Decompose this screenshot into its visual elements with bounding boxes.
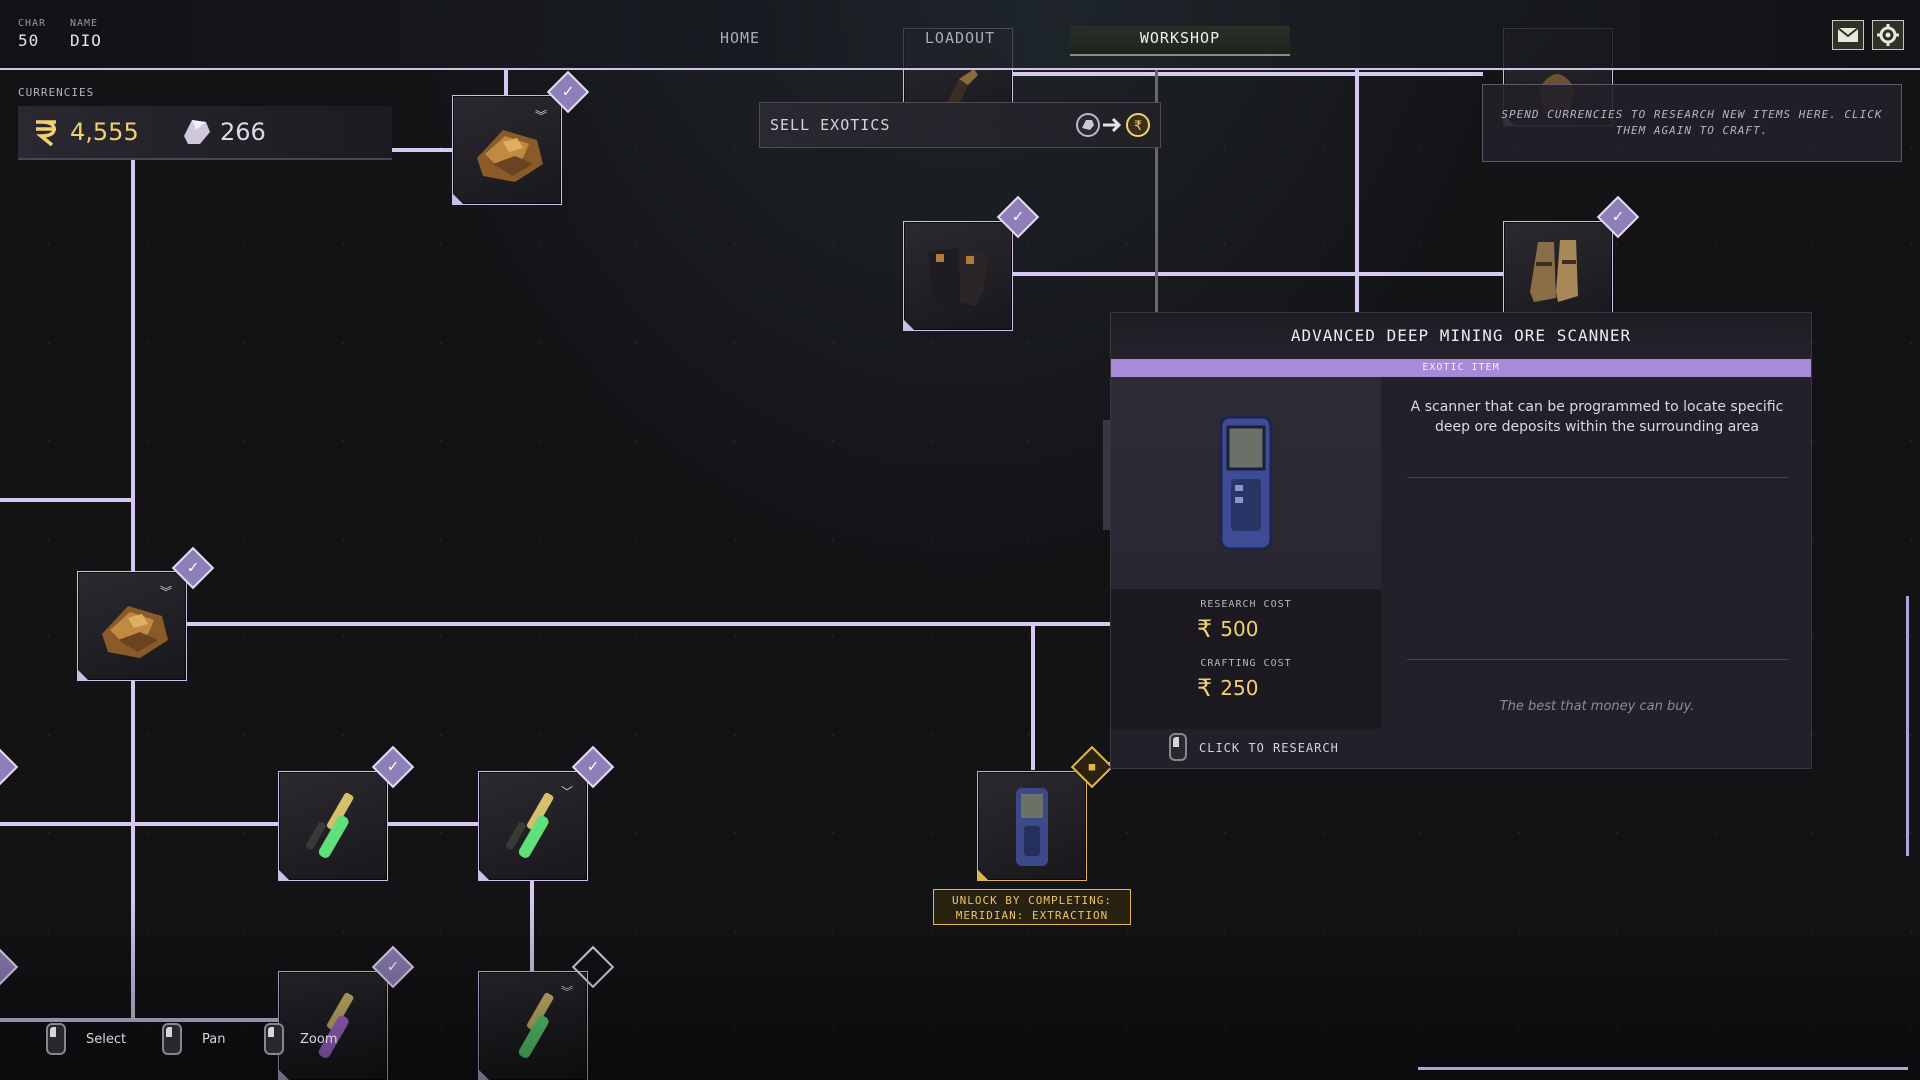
tree-node-gloves[interactable] xyxy=(903,221,1013,331)
divider xyxy=(1407,659,1789,660)
crystals-amount: 266 xyxy=(220,118,266,146)
divider xyxy=(1407,477,1789,478)
item-rarity-bar: EXOTIC ITEM xyxy=(1111,359,1811,377)
credits-icon: ₹ xyxy=(1197,674,1213,702)
tree-node-edge-marker xyxy=(0,745,19,789)
gloves-icon xyxy=(928,248,988,306)
ore-scanner-icon xyxy=(1016,788,1048,866)
tree-line xyxy=(0,1018,280,1022)
tree-line xyxy=(1155,70,1158,312)
item-detail-panel: ADVANCED DEEP MINING ORE SCANNER EXOTIC … xyxy=(1110,312,1812,769)
ore-pile-icon xyxy=(477,130,543,182)
mouse-left-icon xyxy=(46,1023,66,1055)
control-hint-zoom: Zoom xyxy=(264,1022,337,1056)
rank-chevron-icon: ﹀ xyxy=(560,785,573,799)
rank-chevron-icon: ︾ xyxy=(560,985,573,999)
tab-home[interactable]: HOME xyxy=(719,29,761,47)
control-hint-pan: Pan xyxy=(162,1022,225,1056)
currencies-panel: 4,555 266 xyxy=(18,106,392,160)
item-preview xyxy=(1111,377,1381,589)
control-hint-select: Select xyxy=(46,1022,126,1056)
tree-node-glowstick-3[interactable] xyxy=(278,971,388,1080)
tree-line xyxy=(390,148,454,152)
mouse-right-icon xyxy=(162,1023,182,1055)
credits-icon xyxy=(36,120,56,146)
bottom-accent-line xyxy=(1418,1067,1908,1070)
ore-scanner-icon xyxy=(1219,415,1273,551)
tree-line xyxy=(530,880,534,972)
tree-line xyxy=(1355,68,1359,312)
tree-line xyxy=(0,822,280,826)
rank-chevron-icon: ︾ xyxy=(159,585,172,599)
crafting-cost-label: CRAFTING COST xyxy=(1200,658,1292,669)
item-title: ADVANCED DEEP MINING ORE SCANNER xyxy=(1111,313,1811,359)
sell-exotics-button[interactable]: SELL EXOTICS ₹ xyxy=(759,102,1161,148)
tree-node-glowstick-4[interactable]: ︾ xyxy=(478,971,588,1080)
click-to-research-button[interactable]: CLICK TO RESEARCH xyxy=(1111,729,1381,767)
tree-line xyxy=(388,822,480,826)
research-cost-label: RESEARCH COST xyxy=(1200,599,1292,610)
tab-workshop[interactable]: WORKSHOP xyxy=(1070,26,1290,56)
currencies-label: CURRENCIES xyxy=(18,86,95,99)
tree-line xyxy=(1031,624,1035,770)
tree-node-ore-pile-2[interactable]: ︾ xyxy=(77,571,187,681)
svg-text:₹: ₹ xyxy=(1134,119,1142,134)
item-flavor-text: The best that money can buy. xyxy=(1499,699,1695,714)
glowstick-icon xyxy=(518,992,554,1058)
tree-line xyxy=(1103,420,1111,530)
workshop-hint: SPEND CURRENCIES TO RESEARCH NEW ITEMS H… xyxy=(1482,84,1902,162)
tree-node-glowstick-1[interactable] xyxy=(278,771,388,881)
tree-node-ore-pile-1[interactable]: ︾ xyxy=(452,95,562,205)
tab-loadout[interactable]: LOADOUT xyxy=(924,29,996,47)
tree-line xyxy=(186,622,1110,626)
exchange-icon: ₹ xyxy=(1076,113,1150,137)
char-name: NAME DIO xyxy=(70,18,102,50)
credits-amount: 4,555 xyxy=(70,118,139,146)
tree-line xyxy=(1011,72,1483,76)
tree-line xyxy=(0,498,133,502)
crafting-cost: ₹ 250 xyxy=(1197,674,1259,702)
glowstick-icon xyxy=(505,792,554,858)
item-cost-section: RESEARCH COST ₹ 500 CRAFTING COST ₹ 250 xyxy=(1111,589,1381,729)
tree-node-glowstick-2[interactable]: ﹀ xyxy=(478,771,588,881)
tree-node-edge-marker xyxy=(0,945,19,989)
mouse-left-icon xyxy=(1169,733,1187,761)
settings-button[interactable] xyxy=(1872,20,1904,50)
glowstick-purple-icon xyxy=(318,992,354,1058)
mail-icon xyxy=(1837,27,1859,42)
tree-line xyxy=(504,68,508,96)
boots-icon xyxy=(1530,240,1578,302)
sell-exotics-label: SELL EXOTICS xyxy=(770,116,891,134)
gear-icon xyxy=(1877,24,1899,46)
tree-node-ore-scanner[interactable] xyxy=(977,771,1087,881)
detail-scrollbar[interactable] xyxy=(1906,596,1909,856)
glowstick-icon xyxy=(305,792,354,858)
top-bar: CHAR 50 NAME DIO HOME LOADOUT WORKSHOP xyxy=(0,0,1920,70)
char-level: CHAR 50 xyxy=(18,18,47,50)
mouse-scroll-icon xyxy=(264,1023,284,1055)
crystal-icon xyxy=(184,120,210,144)
ore-pile-icon xyxy=(102,606,168,658)
unlock-requirement-label: UNLOCK BY COMPLETING: MERIDIAN: EXTRACTI… xyxy=(933,889,1131,925)
mail-button[interactable] xyxy=(1832,20,1864,50)
rank-chevron-icon: ︾ xyxy=(534,109,547,123)
tree-line xyxy=(1011,272,1507,276)
research-cost: ₹ 500 xyxy=(1197,615,1259,643)
credits-icon: ₹ xyxy=(1197,615,1213,643)
item-description: A scanner that can be programmed to loca… xyxy=(1410,399,1784,435)
